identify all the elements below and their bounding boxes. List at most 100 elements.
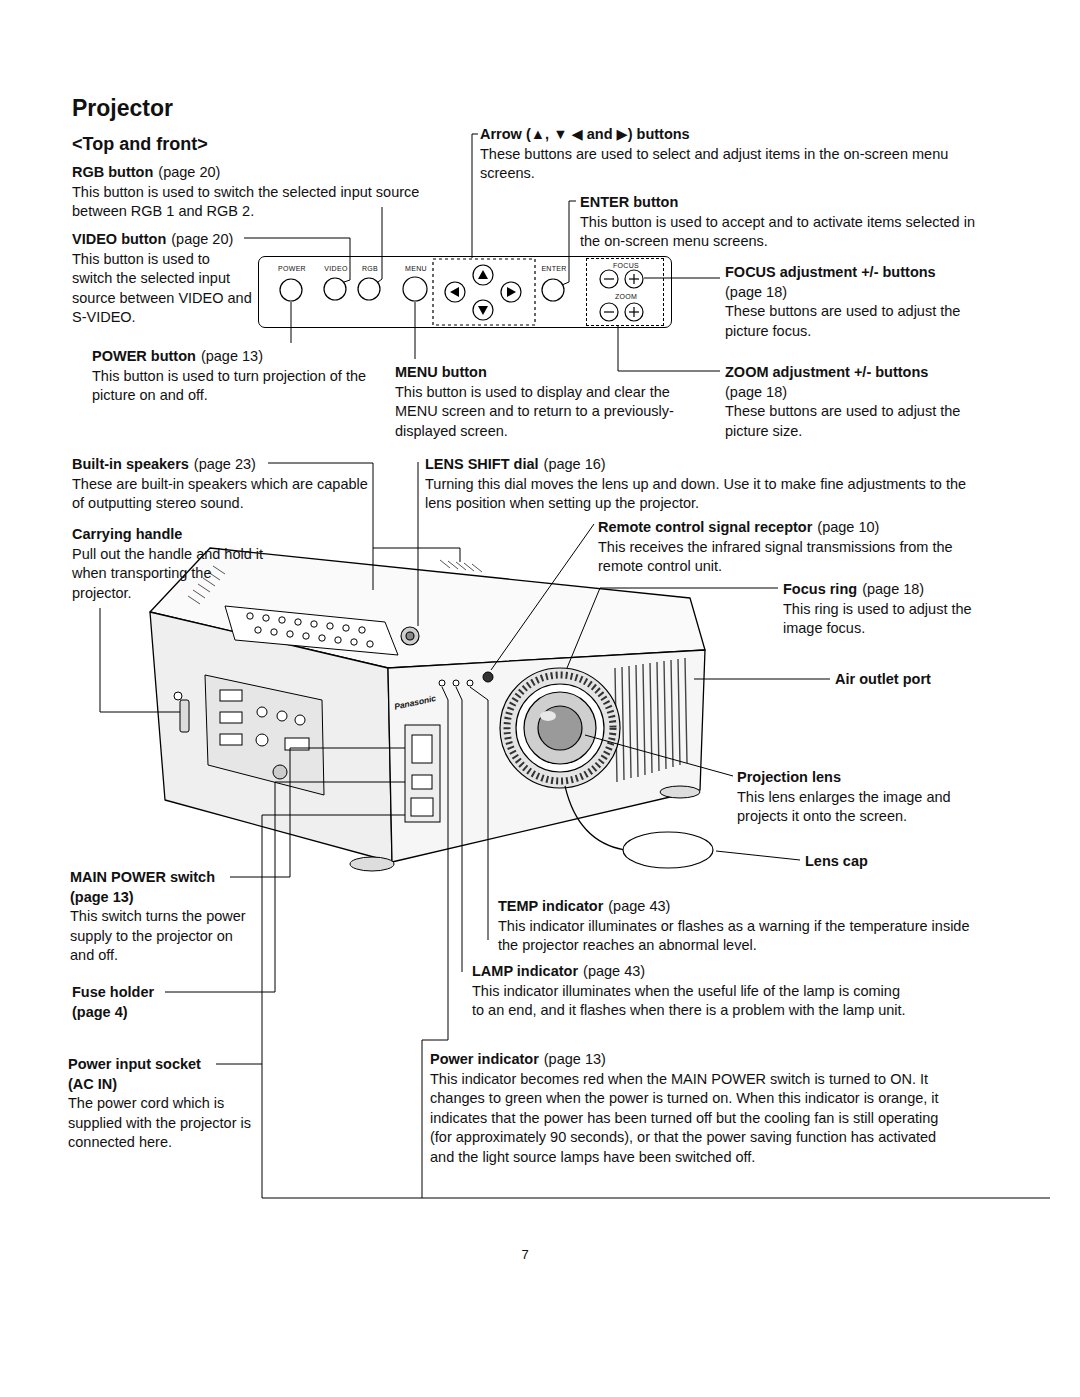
callout: Fuse holder(page 4) [72, 983, 222, 1022]
leader-line [378, 207, 382, 282]
button-label: FOCUS [613, 262, 639, 270]
carrying-handle [180, 700, 189, 732]
callout: POWER button(page 13)This button is used… [92, 347, 372, 406]
top-control-strip [287, 631, 293, 637]
leader-line [491, 524, 594, 670]
callout: Power input socket(AC IN)The power cord … [68, 1055, 253, 1153]
callout: Remote control signal receptor(page 10)T… [598, 518, 983, 577]
callout: TEMP indicator(page 43)This indicator il… [498, 897, 978, 956]
leader-line [100, 608, 180, 712]
projection-lens [524, 692, 596, 764]
callout: Air outlet port [835, 670, 985, 690]
panel-button [280, 279, 302, 301]
page-reference: (page 43) [608, 898, 670, 914]
button-label: POWER [278, 265, 306, 273]
connector-panel [220, 712, 242, 723]
connector-panel [257, 707, 267, 717]
projection-lens [538, 706, 582, 750]
callout: Focus ring(page 18)This ring is used to … [783, 580, 983, 639]
indicator-lamp [439, 680, 445, 686]
page-reference: (page 10) [817, 519, 879, 535]
callout-text: This button is used to accept and to act… [580, 213, 980, 252]
panel-button [473, 265, 493, 285]
air-outlet-vent [615, 658, 687, 782]
callout: MAIN POWER switch(page 13)This switch tu… [70, 868, 260, 966]
panel-button [280, 259, 643, 325]
callout-text: This button is used to switch the select… [72, 183, 452, 222]
projector-body [388, 650, 705, 862]
indicator-lamp [439, 672, 493, 686]
panel-button [625, 270, 643, 288]
callout: Carrying handlePull out the handle and h… [72, 525, 272, 603]
callout-heading: Fuse holder [72, 984, 154, 1000]
callout: ENTER buttonThis button is used to accep… [580, 193, 980, 252]
connector-panel [220, 690, 242, 701]
panel-button [501, 282, 521, 302]
callout: Power indicator(page 13)This indicator b… [430, 1050, 960, 1167]
lens-shift-dial [401, 627, 419, 645]
callout-heading: Lens cap [805, 853, 868, 869]
panel-button [600, 270, 618, 288]
top-control-strip [263, 615, 269, 621]
callout-text: These buttons are used to adjust the pic… [725, 402, 985, 441]
callout-heading: MAIN POWER switch [70, 869, 215, 885]
callout: Arrow (▲, ▼ ◀ and ▶) buttonsThese button… [480, 125, 980, 184]
callout-text: This button is used to turn projection o… [92, 367, 372, 406]
control-panel: POWERVIDEORGBMENUENTERFOCUSZOOM [258, 256, 672, 328]
projection-lens [500, 668, 620, 788]
power-switch-panel [405, 725, 440, 822]
callout-heading: Arrow (▲, ▼ ◀ and ▶) buttons [480, 126, 690, 142]
power-switch-panel [405, 725, 440, 822]
callout: LAMP indicator(page 43)This indicator il… [472, 962, 912, 1021]
leader-line [456, 687, 462, 972]
connector-panel [295, 715, 305, 725]
top-control-strip [271, 629, 277, 635]
page-reference: (AC IN) [68, 1075, 253, 1095]
top-control-strip [335, 637, 341, 643]
callout-heading: FOCUS adjustment +/- buttons [725, 264, 936, 280]
callout-heading: TEMP indicator [498, 898, 603, 914]
callout-heading: ZOOM adjustment +/- buttons [725, 364, 928, 380]
leader-line [230, 748, 405, 877]
leader-line [562, 201, 576, 285]
page-reference: (page 13) [544, 1051, 606, 1067]
panel-button [542, 279, 564, 301]
callout-text: Pull out the handle and hold it when tra… [72, 545, 272, 604]
callout-heading: Projection lens [737, 769, 841, 785]
indicator-lamp [483, 672, 493, 682]
connector-panel [220, 734, 242, 745]
panel-button [433, 259, 535, 325]
leader-line [716, 851, 800, 860]
callout-text: These buttons are used to select and adj… [480, 145, 980, 184]
callout-heading: VIDEO button [72, 231, 166, 247]
page-reference: (page 23) [194, 456, 256, 472]
leader-line [262, 1064, 263, 1198]
callout-heading: Focus ring [783, 581, 857, 597]
panel-button [324, 278, 346, 300]
page-reference: (page 13) [201, 348, 263, 364]
page-reference: (page 16) [544, 456, 606, 472]
speaker-grille [188, 560, 482, 604]
page-title: Projector [72, 94, 173, 122]
panel-button [625, 303, 643, 321]
callout: RGB button(page 20)This button is used t… [72, 163, 452, 222]
page-reference: (page 20) [158, 164, 220, 180]
button-symbol [450, 287, 459, 297]
button-symbol [604, 274, 639, 317]
callout-heading: LAMP indicator [472, 963, 578, 979]
button-symbol [478, 270, 488, 279]
top-control-strip [311, 621, 317, 627]
callout: Built-in speakers(page 23)These are buil… [72, 455, 372, 514]
button-label: VIDEO [324, 265, 347, 273]
leader-line [418, 462, 419, 626]
callout-text: The power cord which is supplied with th… [68, 1094, 253, 1153]
callout-text: These buttons are used to adjust the pic… [725, 302, 985, 341]
power-switch-panel [412, 735, 432, 763]
page-reference: (page 13) [70, 888, 260, 908]
top-control-strip [319, 635, 325, 641]
top-control-strip [367, 641, 373, 647]
top-control-strip [255, 627, 261, 633]
button-symbol [604, 278, 614, 279]
callout-text: This indicator becomes red when the MAIN… [430, 1070, 960, 1168]
callout: Projection lensThis lens enlarges the im… [737, 768, 982, 827]
